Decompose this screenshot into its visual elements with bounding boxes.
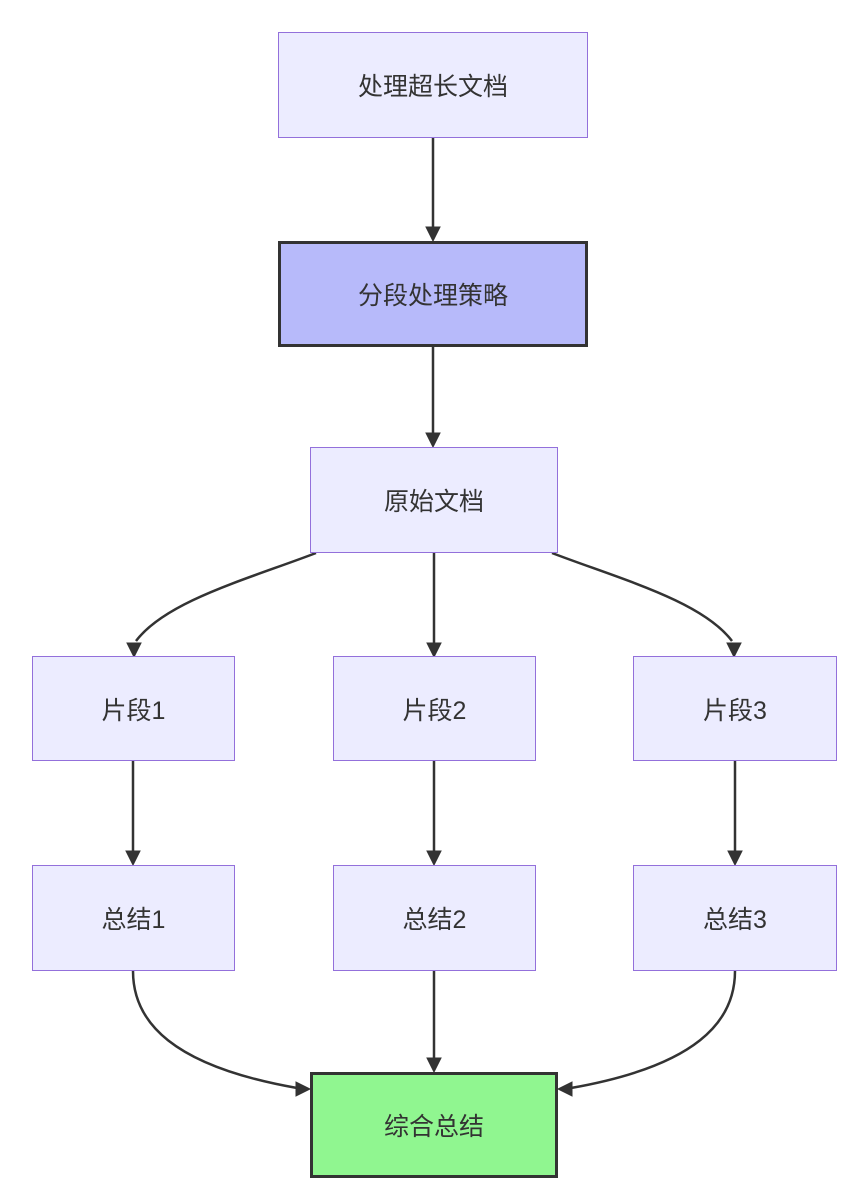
- arrowhead-down-icon: [727, 850, 743, 867]
- node-summary-3: 总结3: [633, 865, 837, 971]
- node-summary-2: 总结2: [333, 865, 536, 971]
- arrowhead-down-icon: [426, 850, 442, 867]
- node-strategy: 分段处理策略: [278, 241, 588, 347]
- node-original-doc: 原始文档: [310, 447, 558, 553]
- node-summary-3-label: 总结3: [703, 906, 767, 934]
- edge-frag2-to-sum2: [426, 761, 442, 867]
- arrowhead-down-icon: [726, 642, 742, 659]
- edge-sum3-to-final: [556, 970, 737, 1097]
- edge-frag3-to-sum3: [727, 761, 743, 867]
- node-strategy-label: 分段处理策略: [357, 282, 508, 310]
- arrowhead-down-icon: [126, 642, 142, 659]
- node-fragment-3-label: 片段3: [703, 696, 767, 725]
- node-fragment-1: 片段1: [32, 656, 235, 761]
- edge-sum1-to-final: [131, 970, 312, 1097]
- node-final-summary: 综合总结: [310, 1072, 558, 1178]
- arrowhead-down-icon: [425, 432, 441, 449]
- edge-original-to-frag1: [126, 551, 317, 659]
- node-final-summary-label: 综合总结: [383, 1113, 484, 1141]
- edge-original-to-frag2: [426, 553, 442, 659]
- node-fragment-1-label: 片段1: [101, 696, 166, 725]
- edge-sum2-to-final: [426, 971, 442, 1074]
- edge-frag1-to-sum1: [125, 761, 141, 867]
- node-fragment-2-label: 片段2: [402, 696, 467, 725]
- edge-original-to-frag3: [551, 551, 742, 659]
- arrowhead-left-icon: [556, 1081, 573, 1097]
- node-original-doc-label: 原始文档: [383, 488, 484, 516]
- node-summary-2-label: 总结2: [402, 906, 467, 934]
- node-summary-1-label: 总结1: [101, 906, 166, 934]
- arrowhead-right-icon: [295, 1081, 312, 1097]
- arrowhead-down-icon: [426, 1057, 442, 1074]
- node-summary-1: 总结1: [32, 865, 235, 971]
- edge-task-to-strategy: [425, 138, 441, 243]
- arrowhead-down-icon: [425, 226, 441, 243]
- node-task-label: 处理超长文档: [357, 73, 508, 101]
- arrowhead-down-icon: [125, 850, 141, 867]
- arrowhead-down-icon: [426, 642, 442, 659]
- edge-strategy-to-original: [425, 347, 441, 449]
- node-fragment-3: 片段3: [633, 656, 837, 761]
- node-fragment-2: 片段2: [333, 656, 536, 761]
- node-task: 处理超长文档: [278, 32, 588, 138]
